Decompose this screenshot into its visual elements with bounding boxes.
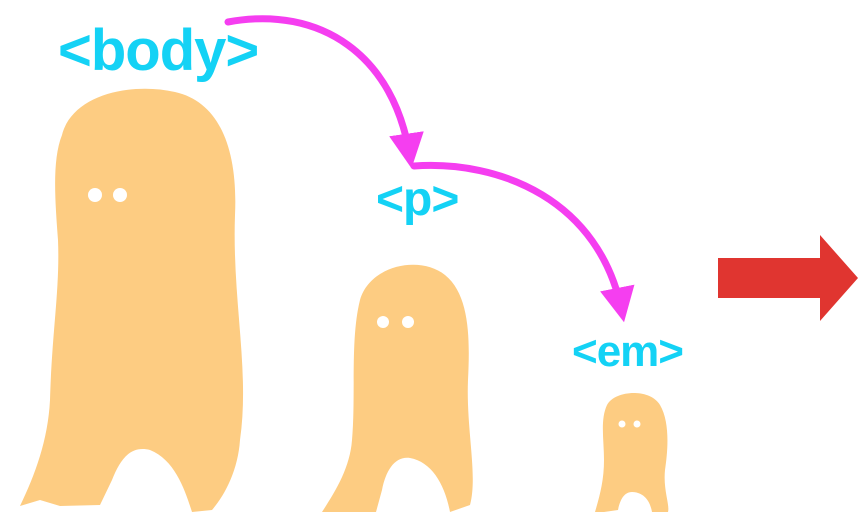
p-creature-shape [322,264,473,512]
em-creature-eye-right [633,420,641,428]
body-creature-eye-left [88,188,102,202]
p-tag-label: <p> [376,173,459,226]
body-tag-label: <body> [58,18,259,83]
body-creature-eye-right [113,188,127,202]
em-creature-eye-left [618,420,626,428]
p-creature-eye-left [377,316,389,328]
inherit-arrow-p-to-em [410,161,635,323]
result-arrow-icon [718,235,858,321]
p-creature-eye-right [402,316,414,328]
inherit-arrow-body-to-p [224,15,424,169]
p-creature [322,264,473,512]
em-tag-label: <em> [572,327,684,376]
em-creature-shape [595,392,669,512]
body-creature [20,88,244,512]
body-creature-shape [20,88,244,512]
em-creature [595,392,669,512]
